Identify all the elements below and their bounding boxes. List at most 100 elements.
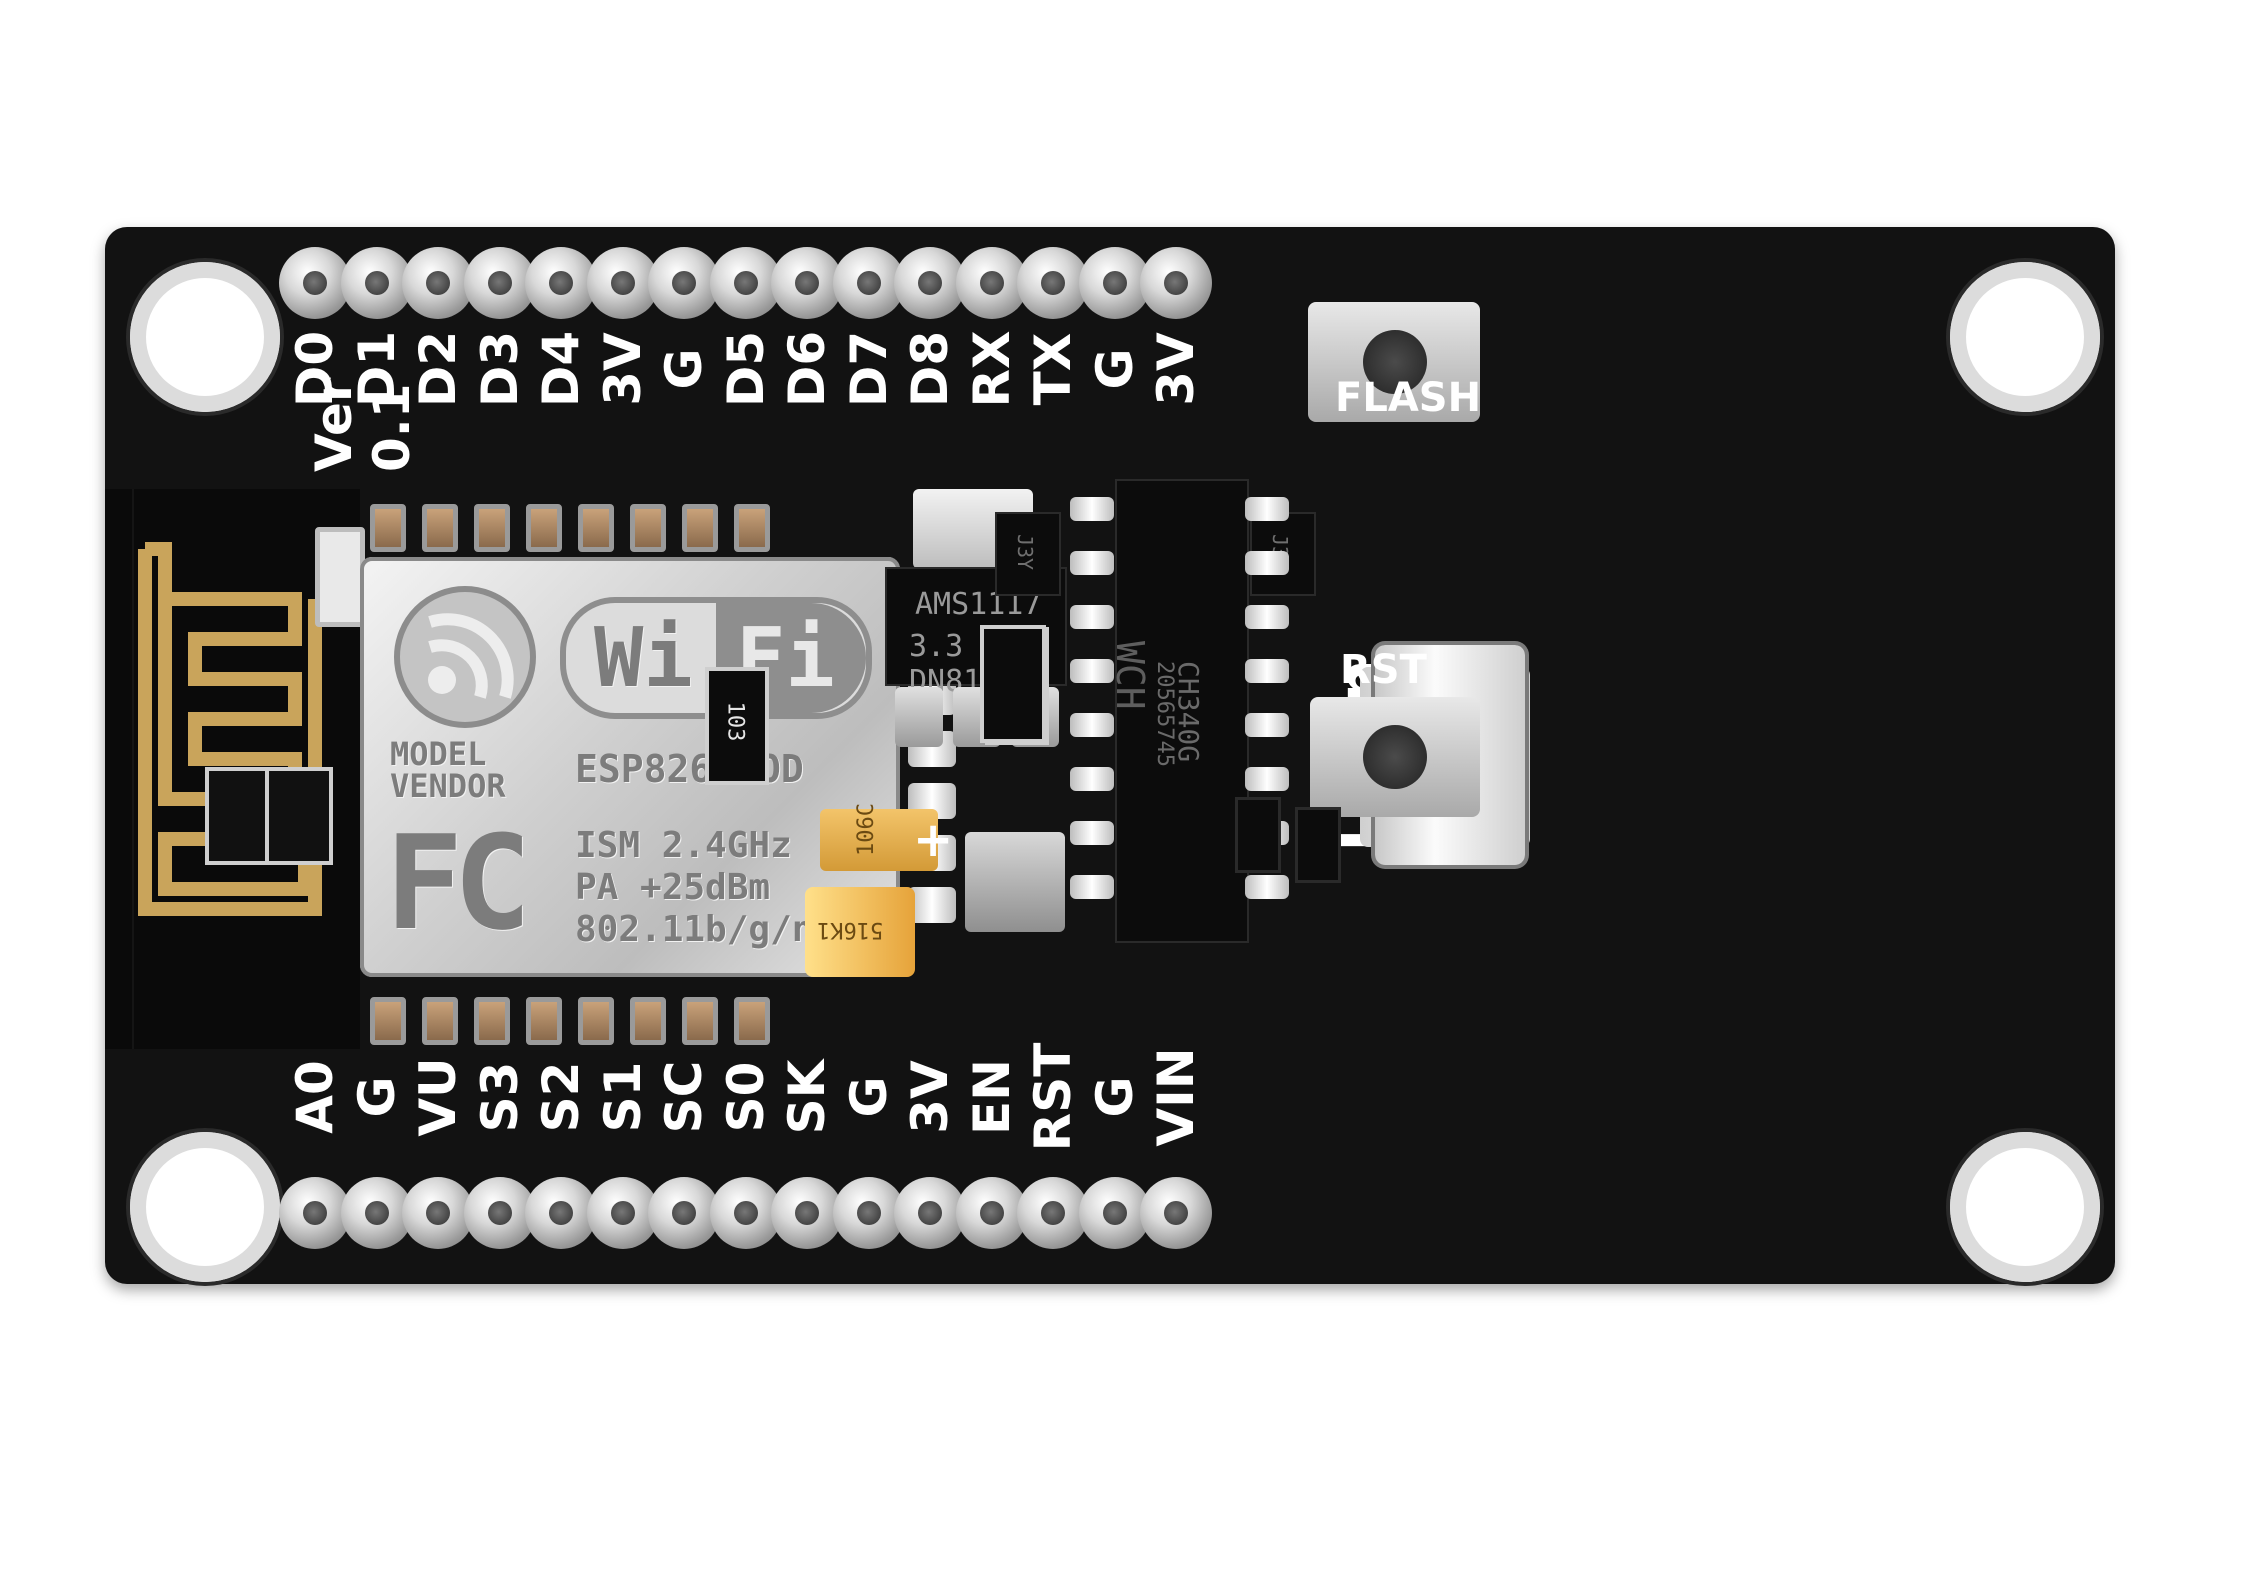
bottom-pin-3v[interactable]: [894, 1177, 966, 1249]
bottom-pin-label: S1: [593, 1061, 652, 1133]
bottom-pin-label: VU: [409, 1057, 467, 1137]
top-pin-label: D2: [409, 330, 467, 408]
bottom-pin-g[interactable]: [832, 1177, 905, 1249]
module-pad: [682, 997, 718, 1045]
top-pin-label: D4: [532, 330, 590, 408]
mounting-hole-top-left: [130, 262, 280, 412]
diode-bottom-right-1: [1235, 797, 1281, 873]
bottom-pin-label: RST: [1024, 1042, 1082, 1152]
top-pin-label: 3V: [1147, 332, 1205, 406]
bottom-pin-g[interactable]: [1078, 1177, 1151, 1249]
top-pin-d2[interactable]: [402, 247, 474, 319]
bottom-pin-a0[interactable]: [279, 1177, 351, 1249]
transistor-j3y-a: J3Y: [995, 512, 1061, 596]
bottom-pin-label: S3: [470, 1061, 529, 1133]
module-pad: [578, 504, 614, 552]
bottom-pin-vu[interactable]: [402, 1177, 474, 1249]
bottom-pin-label: VIN: [1147, 1047, 1205, 1147]
plus-marking: +: [913, 812, 954, 868]
bottom-pin-sc[interactable]: [648, 1177, 720, 1249]
bottom-pin-label: EN: [962, 1059, 1021, 1136]
bottom-pin-label: S0: [716, 1061, 775, 1133]
module-pad: [422, 997, 458, 1045]
top-pin-label: D7: [839, 330, 898, 408]
bottom-pin-rst[interactable]: [1017, 1177, 1089, 1249]
ch340-pin: [1245, 605, 1289, 629]
ch340-pin: [1070, 875, 1114, 899]
bottom-pin-g[interactable]: [340, 1177, 413, 1249]
bottom-pin-en[interactable]: [955, 1177, 1028, 1249]
top-pin-g[interactable]: [648, 247, 720, 319]
top-pin-label: D3: [470, 330, 529, 408]
diode-bottom-right-2: [1295, 807, 1341, 883]
top-pin-d0[interactable]: [279, 247, 351, 319]
rst-button-cap[interactable]: [1363, 725, 1427, 789]
ch340-pin: [1070, 659, 1114, 683]
mounting-hole-bottom-right: [1950, 1132, 2100, 1282]
wifi-text-left: Wi: [594, 611, 693, 706]
bottom-pin-vin[interactable]: [1140, 1177, 1212, 1249]
capacitor-2-label: 516K1: [817, 917, 884, 942]
top-pin-d4[interactable]: [525, 247, 597, 319]
ch340-pin: [1070, 497, 1114, 521]
ch340-pin: [1070, 551, 1114, 575]
module-pad: [734, 997, 770, 1045]
top-pin-label: TX: [1024, 332, 1082, 406]
top-pin-3v[interactable]: [586, 247, 659, 319]
ch340-brand: WCH: [1108, 641, 1152, 710]
top-pin-3v[interactable]: [1140, 247, 1212, 319]
module-pad: [526, 997, 562, 1045]
bottom-pin-s2[interactable]: [525, 1177, 597, 1249]
tantalum-capacitor-1: [820, 809, 938, 871]
ch340-pin: [1245, 497, 1289, 521]
top-pin-d6[interactable]: [771, 247, 843, 319]
flash-button-cap[interactable]: [1363, 330, 1427, 394]
oscillator: [965, 832, 1065, 932]
top-pin-label: 3V: [593, 332, 652, 406]
top-pin-d8[interactable]: [894, 247, 966, 319]
spec-line-3: 802.11b/g/n: [575, 909, 814, 950]
top-pin-rx[interactable]: [955, 247, 1028, 319]
top-pin-g[interactable]: [1078, 247, 1151, 319]
ch340-pin: [1070, 821, 1114, 845]
top-pin-label: G: [1085, 348, 1144, 390]
mounting-hole-top-right: [1950, 262, 2100, 412]
ch340g-chip: WCH CH340G 20565745: [1108, 479, 1249, 943]
rst-label: RST: [1340, 647, 1427, 693]
ch340-code: 20565745: [1152, 661, 1177, 767]
resistor-bottom-left-2: [265, 767, 333, 865]
ch340-pin: [1070, 605, 1114, 629]
top-pin-tx[interactable]: [1017, 247, 1089, 319]
spec-line-1: ISM 2.4GHz: [575, 825, 792, 866]
bottom-pin-s1[interactable]: [586, 1177, 659, 1249]
ch340-pin: [1245, 767, 1289, 791]
spec-line-2: PA +25dBm: [575, 867, 771, 908]
ch340-pin: [1245, 551, 1289, 575]
capacitor-1-label: 106C: [853, 803, 879, 856]
top-pin-d7[interactable]: [832, 247, 905, 319]
bottom-pin-s0[interactable]: [709, 1177, 782, 1249]
top-pin-label: RX: [962, 330, 1021, 408]
module-side-pad: [908, 887, 956, 923]
top-pin-label: D0: [286, 330, 344, 408]
fcc-logo: FC: [385, 807, 532, 959]
bottom-pin-label: 3V: [901, 1060, 959, 1134]
ch340-pin: [1245, 659, 1289, 683]
bottom-pin-label: SK: [778, 1059, 836, 1135]
bottom-pin-label: SC: [655, 1060, 713, 1134]
bottom-pin-sk[interactable]: [771, 1177, 843, 1249]
bottom-pin-s3[interactable]: [463, 1177, 536, 1249]
module-pad: [474, 997, 510, 1045]
status-led: [315, 527, 365, 627]
module-pad: [526, 504, 562, 552]
module-pad: [370, 997, 406, 1045]
module-pad: [630, 504, 666, 552]
top-pin-d1[interactable]: [340, 247, 413, 319]
top-pin-d5[interactable]: [709, 247, 782, 319]
ch340-pin: [1245, 713, 1289, 737]
model-label: MODEL: [390, 735, 487, 773]
resistor-bottom-left-1: [205, 767, 273, 865]
vendor-label: VENDOR: [390, 767, 506, 805]
top-pin-label: G: [655, 348, 713, 390]
top-pin-d3[interactable]: [463, 247, 536, 319]
